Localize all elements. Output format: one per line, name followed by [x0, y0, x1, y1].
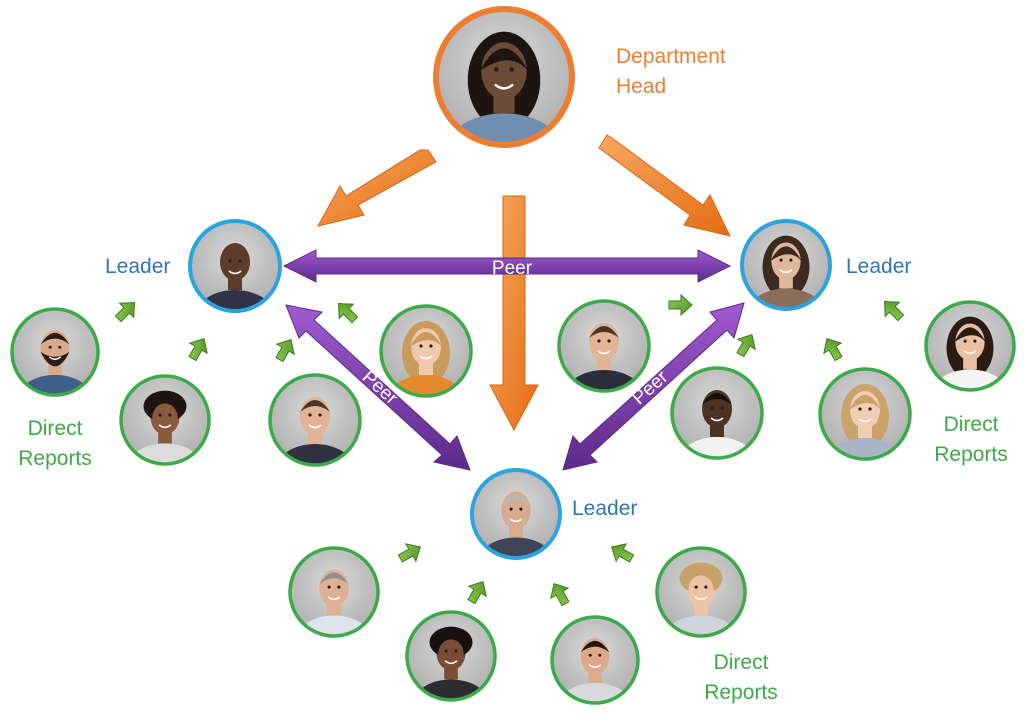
- green-arrow-5: [668, 293, 693, 317]
- leader-avatar-bottom: [470, 468, 562, 560]
- direct-report-avatar-left-4: [379, 304, 473, 398]
- direct-report-avatar-right-5: [557, 299, 651, 393]
- orange-arrow-to-left-leader: [317, 149, 437, 227]
- leader-avatar-left: [188, 219, 282, 313]
- green-arrow-6: [736, 333, 756, 358]
- direct-report-avatar-left-3: [268, 373, 362, 467]
- direct-report-avatar-right-6: [670, 366, 764, 460]
- direct-report-avatar-bottom-9: [288, 546, 380, 638]
- direct-report-avatar-bottom-11: [550, 615, 640, 705]
- peer-label-horizontal: Peer: [492, 258, 533, 279]
- leader-label-left: Leader: [105, 255, 171, 278]
- direct-report-avatar-left-2: [119, 374, 211, 466]
- direct-reports-label-bottom: Direct Reports: [704, 651, 778, 704]
- green-arrow-10: [467, 580, 487, 605]
- orange-arrow-to-bottom-leader: [489, 195, 539, 432]
- department-head-label: Department Head: [616, 45, 726, 98]
- direct-report-avatar-bottom-12: [655, 546, 747, 638]
- head-to-leader-arrows: [317, 134, 731, 432]
- green-arrow-8: [883, 300, 905, 322]
- direct-report-avatar-right-8: [924, 300, 1016, 392]
- peer-arrow-left-diagonal: [285, 304, 471, 471]
- peer-arrow-horizontal: [282, 249, 732, 283]
- peer-arrow-right-diagonal: [562, 302, 745, 471]
- department-head-avatar: [433, 6, 575, 148]
- green-arrow-11: [550, 582, 570, 607]
- direct-reports-label-left: Direct Reports: [18, 417, 92, 470]
- leader-label-bottom: Leader: [572, 497, 638, 520]
- green-arrow-9: [397, 543, 422, 563]
- green-arrow-7: [823, 337, 843, 362]
- direct-report-avatar-bottom-10: [405, 610, 497, 702]
- peer-arrows: [282, 249, 745, 471]
- people-avatars: [10, 6, 1016, 705]
- orange-arrow-to-right-leader: [598, 134, 731, 237]
- leader-label-right: Leader: [846, 255, 912, 278]
- green-arrow-2: [188, 337, 208, 362]
- leader-avatar-right: [740, 219, 832, 311]
- green-arrow-12: [610, 543, 635, 563]
- direct-report-avatar-right-7: [818, 367, 912, 461]
- direct-report-avatar-left-1: [10, 307, 100, 397]
- green-arrow-1: [114, 301, 136, 323]
- direct-reports-label-right: Direct Reports: [934, 413, 1008, 466]
- report-to-leader-arrows: [114, 293, 905, 607]
- green-arrow-3: [275, 338, 295, 363]
- green-arrow-4: [337, 302, 359, 324]
